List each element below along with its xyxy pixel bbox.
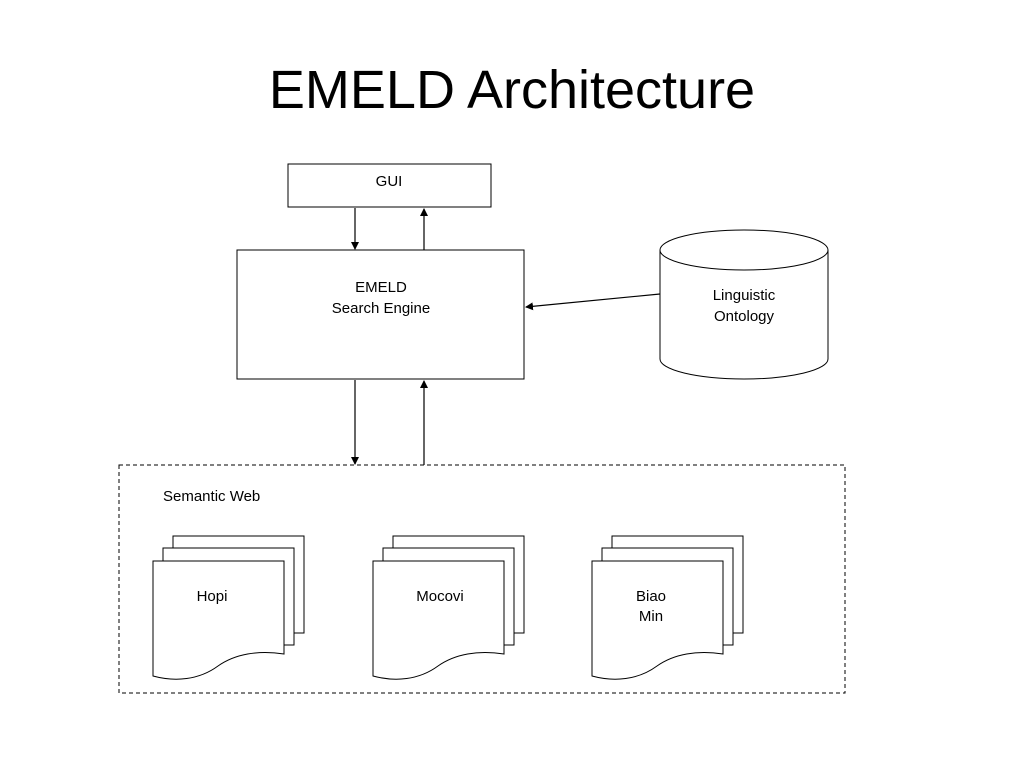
document-stack-biao-min: Biao Min (591, 535, 744, 680)
slide-title: EMELD Architecture (268, 60, 756, 120)
document-stack-hopi: Hopi (152, 535, 305, 680)
document-label-hopi: Hopi (197, 588, 228, 605)
document-page-front (591, 560, 724, 680)
search-engine-node: EMELD Search Engine (236, 249, 525, 380)
document-page-front (152, 560, 285, 680)
ontology-cylinder-body (659, 250, 829, 380)
ontology-database-node: Linguistic Ontology (659, 229, 829, 380)
search-engine-box (236, 249, 525, 380)
document-label-min: Min (639, 608, 663, 625)
semantic-web-border (118, 464, 846, 694)
document-stack-mocovi: Mocovi (372, 535, 525, 680)
ontology-label-line1: Linguistic (713, 287, 776, 304)
gui-label: GUI (376, 173, 403, 190)
gui-box (287, 163, 492, 208)
arrow-ontology-to-search-engine (525, 293, 661, 311)
document-label-biao: Biao (636, 588, 666, 605)
ontology-label-line2: Ontology (714, 308, 775, 325)
ontology-cylinder-top (659, 229, 829, 271)
document-label-mocovi: Mocovi (416, 588, 464, 605)
search-engine-label-line1: EMELD (355, 279, 407, 296)
search-engine-label-line2: Search Engine (332, 300, 430, 317)
document-page-front (372, 560, 505, 680)
semantic-web-label: Semantic Web (163, 488, 260, 505)
gui-node: GUI (287, 163, 492, 208)
semantic-web-container: Semantic Web (118, 464, 846, 694)
